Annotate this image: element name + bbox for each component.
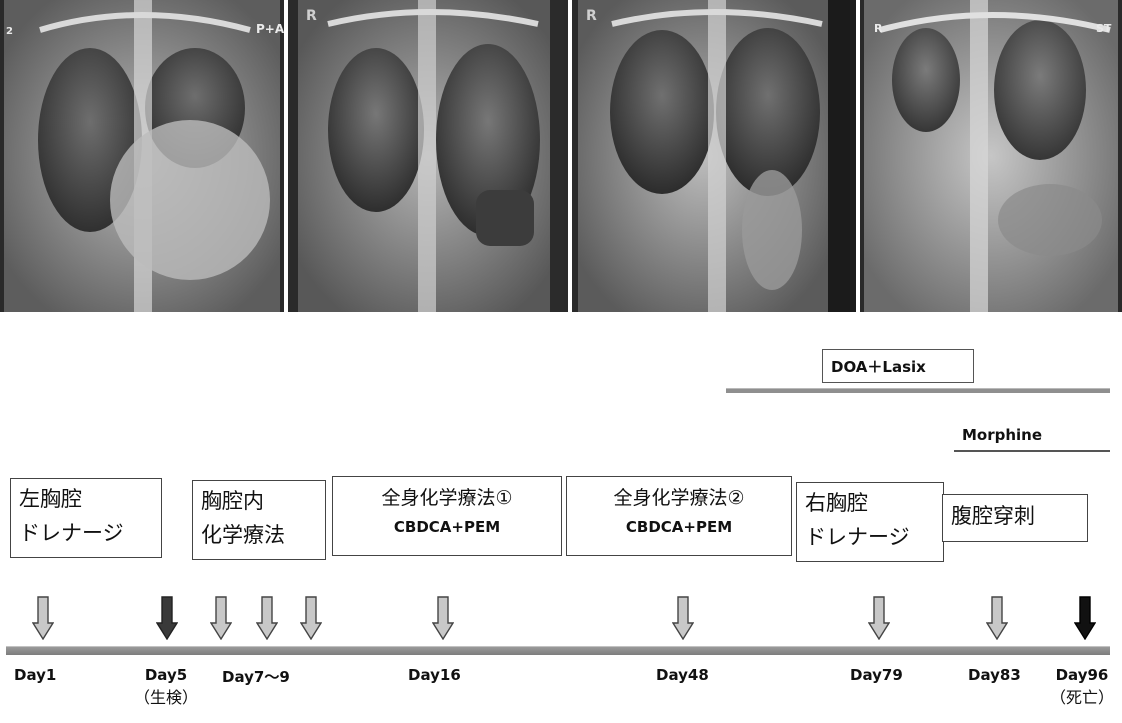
- arrow-down-biopsy-icon: [156, 596, 178, 640]
- day-label-96: Day96 （死亡）: [1046, 666, 1118, 708]
- event-abdominal-paracentesis: 腹腔穿刺: [942, 494, 1088, 542]
- xray-2-corner-left: R: [306, 8, 317, 24]
- event-right-pleural-drainage-line1: 右胸腔: [805, 486, 935, 520]
- xray-4-corner-right: ST: [1096, 22, 1111, 35]
- arrow-down-icon: [32, 596, 54, 640]
- doa-lasix-label: DOA＋Lasix: [822, 349, 974, 383]
- arrow-down-icon: [210, 596, 232, 640]
- chest-xray-2: R: [288, 0, 568, 312]
- timeline-axis: [6, 646, 1110, 655]
- event-systemic-chemo-2-regimen: CBDCA+PEM: [573, 515, 785, 539]
- day-label-96-text: Day96: [1056, 666, 1109, 684]
- arrow-down-icon: [672, 596, 694, 640]
- arrow-down-icon: [256, 596, 278, 640]
- doa-lasix-bar: [726, 388, 1110, 393]
- chest-xray-3: R: [572, 0, 856, 312]
- event-right-pleural-drainage: 右胸腔 ドレナージ: [796, 482, 944, 562]
- event-left-pleural-drainage-line1: 左胸腔: [19, 482, 153, 516]
- chest-xray-3-image: [572, 0, 856, 312]
- event-intrapleural-chemo-line1: 胸腔内: [201, 484, 317, 518]
- chest-xray-1: 2 P+A: [0, 0, 284, 312]
- event-systemic-chemo-1: 全身化学療法① CBDCA+PEM: [332, 476, 562, 556]
- morphine-bar: [954, 450, 1110, 452]
- arrow-down-icon: [432, 596, 454, 640]
- xray-1-corner-left: 2: [6, 26, 13, 37]
- chest-xray-1-image: [0, 0, 284, 312]
- event-intrapleural-chemo: 胸腔内 化学療法: [192, 480, 326, 560]
- arrow-down-icon: [868, 596, 890, 640]
- day-label-1: Day1: [14, 666, 56, 684]
- morphine-label: Morphine: [962, 426, 1042, 444]
- xray-1-corner-right: P+A: [256, 22, 284, 36]
- event-systemic-chemo-2: 全身化学療法② CBDCA+PEM: [566, 476, 792, 556]
- event-abdominal-paracentesis-label: 腹腔穿刺: [951, 499, 1079, 533]
- chest-xray-4-image: [860, 0, 1122, 312]
- day-label-5-biopsy: （生検）: [124, 688, 208, 708]
- xray-3-corner-left: R: [586, 8, 597, 24]
- chest-xray-2-image: [288, 0, 568, 312]
- arrow-down-icon: [986, 596, 1008, 640]
- event-intrapleural-chemo-line2: 化学療法: [201, 518, 317, 552]
- day-label-83: Day83: [968, 666, 1021, 684]
- day-label-16: Day16: [408, 666, 461, 684]
- day-label-7-9: Day7～9: [222, 666, 290, 687]
- day-label-48: Day48: [656, 666, 709, 684]
- day-label-79: Day79: [850, 666, 903, 684]
- day-label-96-death: （死亡）: [1046, 688, 1118, 708]
- xray-4-corner-left: R: [874, 22, 882, 35]
- day-label-5: Day5 （生検）: [124, 666, 208, 708]
- event-left-pleural-drainage: 左胸腔 ドレナージ: [10, 478, 162, 558]
- event-systemic-chemo-1-regimen: CBDCA+PEM: [339, 515, 555, 539]
- arrow-down-icon: [300, 596, 322, 640]
- day-label-5-text: Day5: [145, 666, 187, 684]
- event-systemic-chemo-1-title: 全身化学療法①: [339, 483, 555, 513]
- event-left-pleural-drainage-line2: ドレナージ: [19, 516, 153, 550]
- event-right-pleural-drainage-line2: ドレナージ: [805, 520, 935, 554]
- chest-xray-4: R ST: [860, 0, 1122, 312]
- arrow-down-death-icon: [1074, 596, 1096, 640]
- event-systemic-chemo-2-title: 全身化学療法②: [573, 483, 785, 513]
